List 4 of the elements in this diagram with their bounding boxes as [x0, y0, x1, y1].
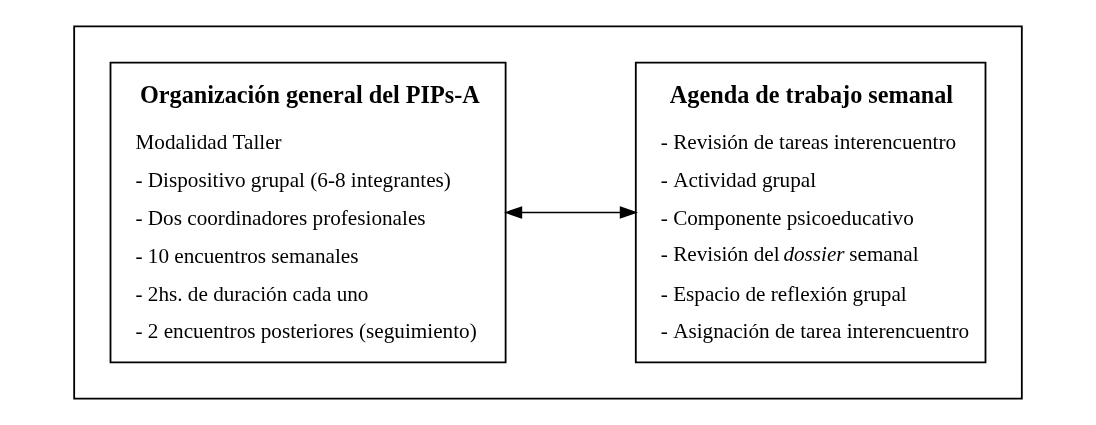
cluster [73, 25, 1023, 400]
node-box: Agenda de trabajo semanal - Revisión de tareas interencuentro - Actividad grupal - Componente psicoeducativo - Revisión del dossier semanal - Espacio de reflexión grupal - Asignación de tarea interencuentro [634, 61, 987, 364]
arrow [504, 206, 638, 219]
node-box: Organización general del PIPs-A Modalidad Taller - Dispositivo grupal (6-8 integrantes) - Dos coordinadores profesionales - 10 encuentros semanales - 2hs. de duración cada uno - 2 encuentros posteriores (seguimiento) [109, 61, 507, 364]
